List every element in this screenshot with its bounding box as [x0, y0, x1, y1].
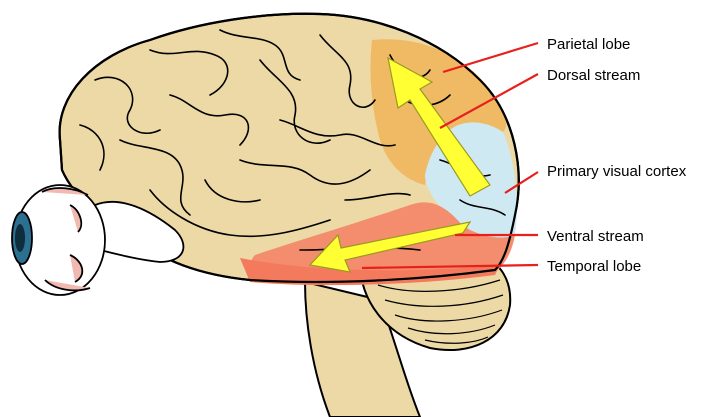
label-primary-visual-cortex: Primary visual cortex [547, 163, 686, 181]
label-ventral-stream: Ventral stream [547, 228, 644, 246]
label-temporal-lobe: Temporal lobe [547, 258, 641, 276]
label-dorsal-stream: Dorsal stream [547, 67, 640, 85]
pointer-parietal [443, 43, 538, 72]
label-parietal-lobe: Parietal lobe [547, 36, 630, 54]
eye [12, 185, 105, 295]
